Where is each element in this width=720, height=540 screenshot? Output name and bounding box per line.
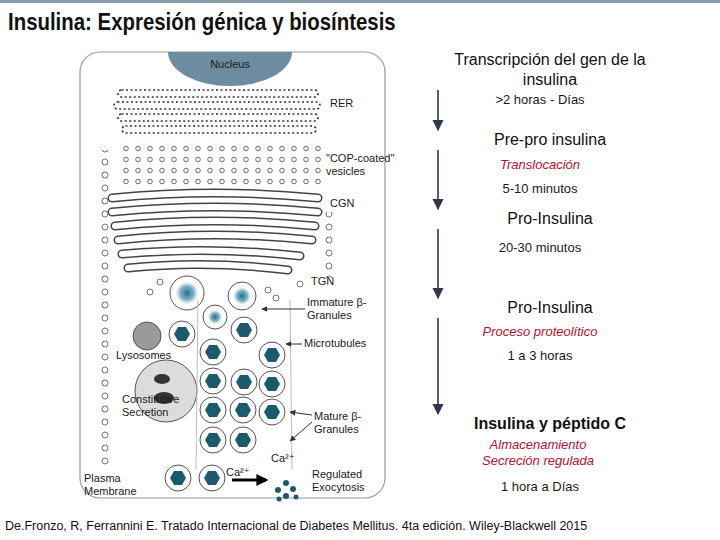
stage-name: Pre-pro insulina: [430, 130, 670, 150]
caption: De.Fronzo, R, Ferrannini E. Tratado Inte…: [5, 519, 587, 533]
exocytosis-dots: [275, 480, 299, 502]
time-note: >2 horas - Días: [440, 92, 640, 108]
time-note: 1 hora a Días: [440, 479, 640, 495]
stage-step: Pro-Insulina: [430, 298, 670, 318]
part-label: "COP-coated" vesicles: [326, 152, 400, 178]
part-label: CGN: [330, 197, 370, 210]
part-label: Microtubules: [304, 337, 384, 350]
flow-arrow: [437, 229, 439, 298]
time-note: 1 a 3 horas: [440, 348, 640, 364]
flow-arrow: [437, 150, 439, 209]
nucleus-shape: Nucleus: [168, 52, 292, 86]
part-label: TGN: [311, 275, 351, 288]
part-label: Plasma Membrane: [84, 472, 142, 498]
rough-er: [114, 90, 320, 133]
flow-arrow: [437, 318, 439, 414]
part-label: Regulated Exocytosis: [312, 468, 388, 494]
part-label: Lysosomes: [116, 349, 186, 362]
time-note: 5-10 minutos: [440, 181, 640, 197]
part-label: Mature β-Granules: [314, 410, 384, 436]
part-label: Immature β-Granules: [307, 296, 379, 322]
stage-name: Pro-Insulina: [430, 298, 670, 318]
mature-granules: [165, 317, 285, 491]
stage-step: Pre-pro insulina: [430, 130, 670, 150]
time-note: 20-30 minutos: [440, 240, 640, 256]
stage-step: Pro-Insulina: [430, 209, 670, 229]
title: Insulina: Expresión génica y biosíntesis: [8, 8, 396, 36]
time-note: Proceso proteolítico: [440, 324, 640, 340]
nucleus-fill: [168, 52, 292, 86]
part-label: Ca²⁺: [271, 452, 311, 465]
leader-arrows: [262, 309, 312, 441]
calcium-arrow: [232, 479, 266, 482]
golgi-vesicles: [322, 212, 336, 278]
part-label: Constitutive Secretion: [122, 393, 194, 419]
top-bar: [0, 0, 720, 3]
constitutive-vesicles: [96, 150, 110, 468]
part-label: Ca²⁺: [226, 466, 266, 479]
part-label: RER: [330, 97, 380, 110]
cop-vesicles: [120, 140, 324, 188]
cell-membrane: [80, 52, 385, 498]
stage-name: Insulina y péptido C: [430, 414, 670, 434]
time-note: Translocación: [440, 157, 640, 173]
stage-name: Pro-Insulina: [430, 209, 670, 229]
stage-step: Insulina y péptido C: [430, 414, 670, 434]
golgi-lumen: [112, 193, 318, 270]
time-note: Almacenamiento Secreción regulada: [463, 437, 613, 468]
stage-step: Transcripción del gen de la insulina: [430, 50, 670, 90]
flow-arrow: [437, 90, 439, 130]
organelle-name: Nucleus: [168, 58, 292, 71]
golgi-outline: [112, 193, 318, 270]
stage-name: Transcripción del gen de la insulina: [430, 50, 670, 90]
microtubules: [196, 300, 292, 470]
